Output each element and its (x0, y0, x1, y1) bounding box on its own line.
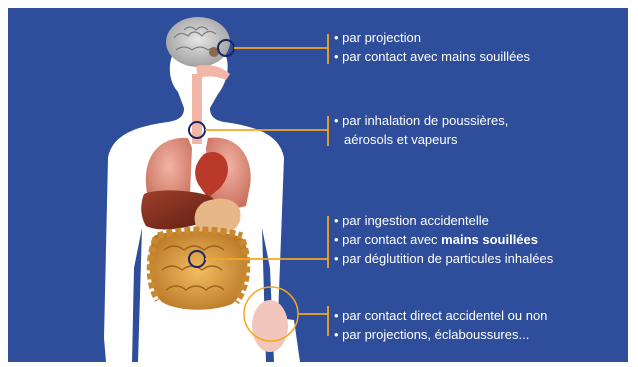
head-route-1: • par projection (334, 28, 530, 47)
hand-shape (252, 300, 288, 352)
skin-route-2: • par projections, éclaboussures... (334, 325, 547, 344)
skin-routes: • par contact direct accidentel ou non •… (334, 306, 547, 344)
digestive-route-2-text: • par contact avec (334, 232, 441, 247)
digestive-route-2: • par contact avec mains souillées (334, 230, 553, 249)
digestive-route-1: • par ingestion accidentelle (334, 211, 553, 230)
trachea-shape (192, 74, 202, 144)
lungs-route-1: • par inhalation de poussières, (334, 111, 508, 130)
lungs-route-1-cont: aérosols et vapeurs (334, 130, 508, 149)
diagram-panel: • par projection • par contact avec main… (8, 8, 628, 362)
digestive-routes: • par ingestion accidentelle • par conta… (334, 211, 553, 268)
skin-route-1: • par contact direct accidentel ou non (334, 306, 547, 325)
head-route-2: • par contact avec mains souillées (334, 47, 530, 66)
head-routes: • par projection • par contact avec main… (334, 28, 530, 66)
digestive-route-3: • par déglutition de particules inhalées (334, 249, 553, 268)
digestive-route-2-bold: mains souillées (441, 232, 538, 247)
lungs-routes: • par inhalation de poussières, aérosols… (334, 111, 508, 149)
intestines-shape (149, 231, 247, 310)
